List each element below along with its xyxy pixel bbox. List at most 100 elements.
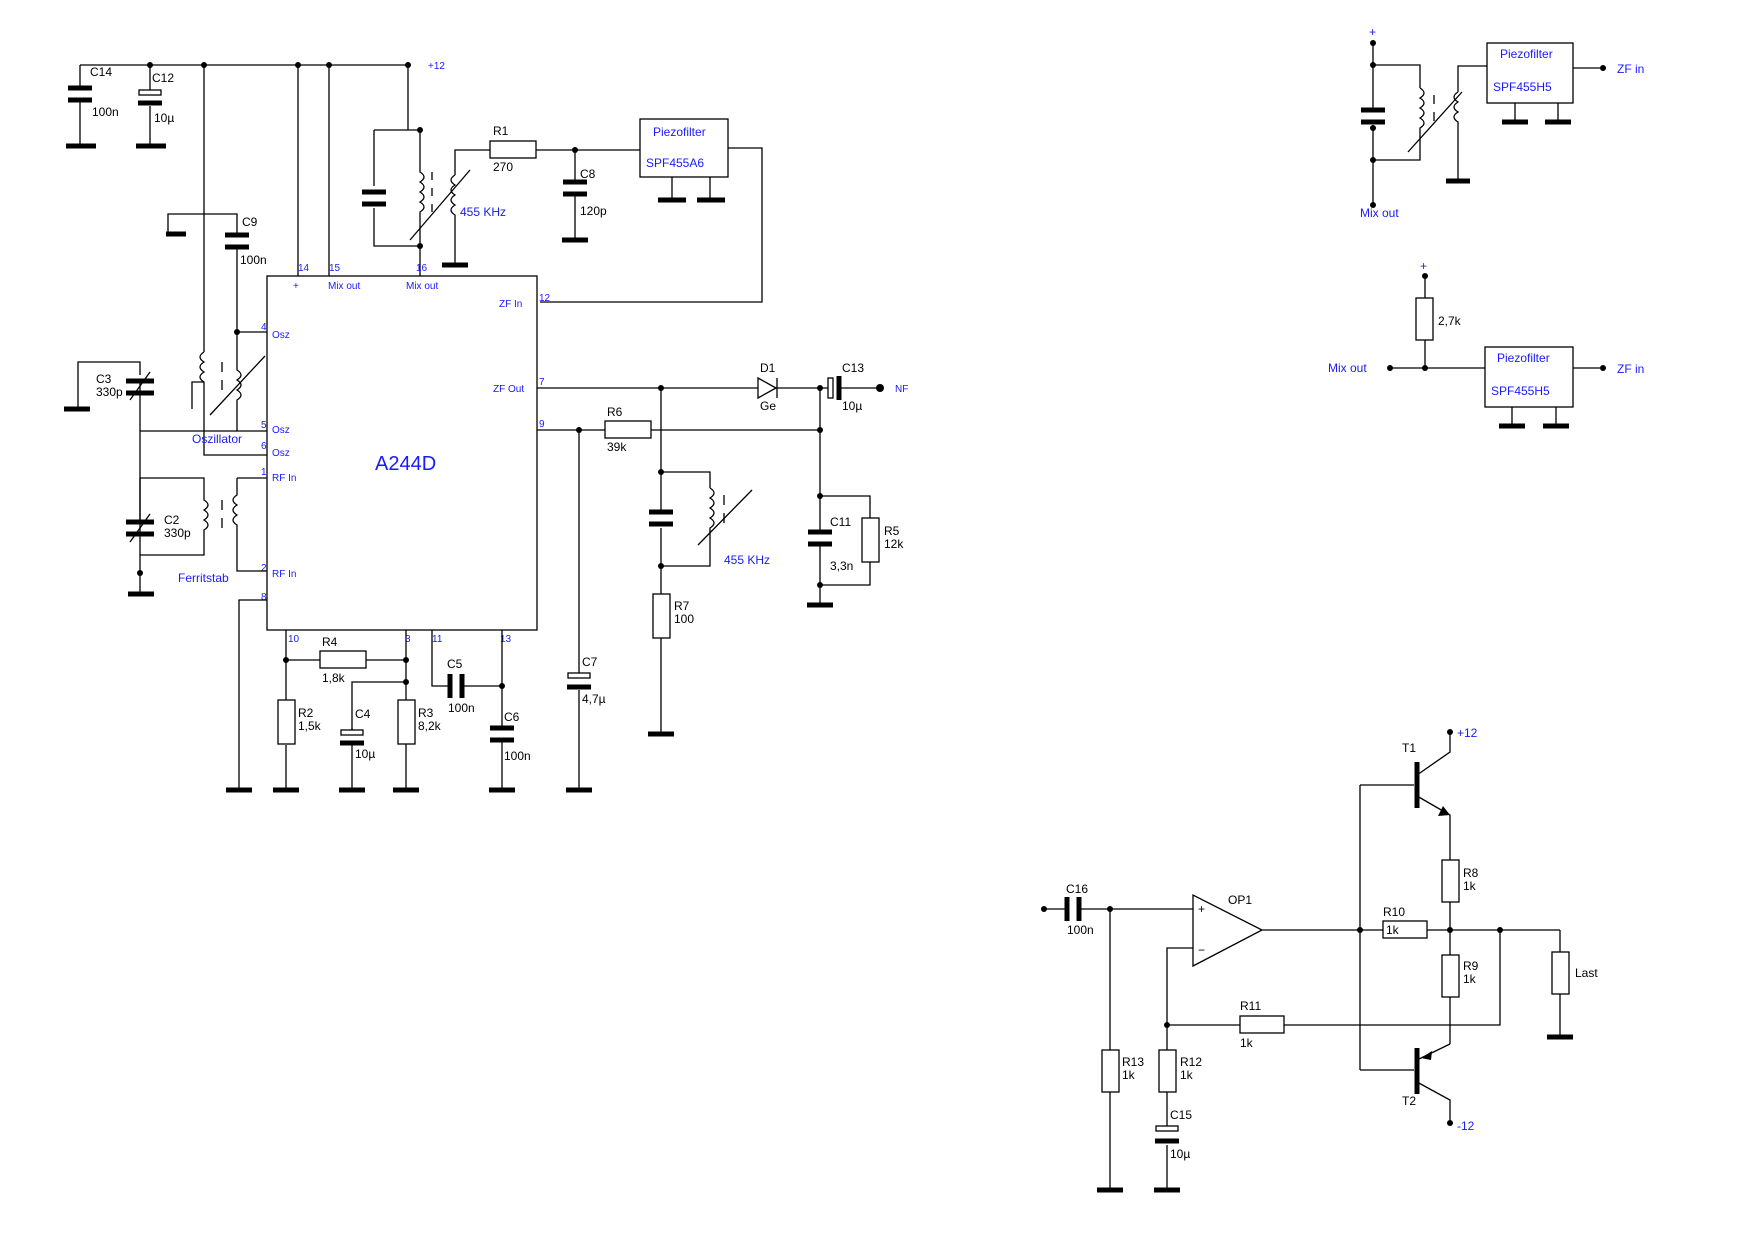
svg-text:4,7µ: 4,7µ — [582, 692, 606, 706]
svg-text:5: 5 — [261, 420, 267, 431]
c8-capacitor: C8 120p — [562, 150, 607, 243]
svg-text:Osz: Osz — [272, 330, 290, 341]
main-circuit: +12 C14 100n C12 10µ 455 KHz R1 270 — [64, 61, 908, 793]
svg-text:100n: 100n — [1067, 923, 1094, 937]
c9-capacitor: C9 100n — [166, 213, 267, 335]
svg-text:NF: NF — [895, 384, 908, 395]
alt-filter-2: + 2,7k Mix out Piezofilter SPF455H5 ZF i… — [1328, 259, 1644, 429]
svg-text:270: 270 — [493, 160, 513, 174]
r6-resistor: R6 39k — [537, 388, 823, 605]
svg-text:C5: C5 — [447, 657, 463, 671]
svg-text:9: 9 — [539, 419, 545, 430]
svg-text:R2: R2 — [298, 706, 314, 720]
svg-text:+: + — [1420, 259, 1427, 273]
svg-text:1k: 1k — [1463, 972, 1477, 986]
svg-text:12: 12 — [539, 293, 551, 304]
svg-text:330p: 330p — [164, 526, 191, 540]
svg-text:1k: 1k — [1240, 1036, 1254, 1050]
svg-text:C7: C7 — [582, 655, 598, 669]
if-tank-bottom: 455 KHz — [649, 388, 770, 569]
svg-text:10: 10 — [288, 634, 300, 645]
c11-r5: C11 3,3n R5 12k — [807, 495, 904, 608]
svg-text:ZF Out: ZF Out — [493, 384, 524, 395]
svg-text:C3: C3 — [96, 372, 112, 386]
svg-text:C14: C14 — [90, 65, 112, 79]
svg-text:SPF455A6: SPF455A6 — [646, 156, 704, 170]
svg-text:−: − — [1198, 943, 1205, 957]
svg-text:R4: R4 — [322, 635, 338, 649]
svg-text:7: 7 — [539, 377, 545, 388]
oscillator-coil: Oszillator — [191, 331, 267, 456]
svg-text:Piezofilter: Piezofilter — [653, 125, 706, 139]
svg-text:Oszillator: Oszillator — [192, 432, 242, 446]
svg-text:ZF In: ZF In — [499, 299, 522, 310]
svg-text:T1: T1 — [1402, 741, 1416, 755]
svg-text:R11: R11 — [1240, 999, 1261, 1013]
svg-text:6: 6 — [261, 441, 267, 452]
svg-text:12k: 12k — [884, 537, 904, 551]
svg-text:455 KHz: 455 KHz — [724, 553, 770, 567]
svg-text:R10: R10 — [1383, 905, 1405, 919]
svg-text:100n: 100n — [504, 749, 531, 763]
svg-text:Osz: Osz — [272, 448, 290, 459]
svg-text:R9: R9 — [1463, 959, 1479, 973]
c3-trimmer: C3 330p — [64, 361, 237, 541]
svg-text:8,2k: 8,2k — [418, 719, 442, 733]
svg-text:R6: R6 — [607, 405, 623, 419]
c14-capacitor: C14 100n — [66, 65, 119, 149]
svg-text:C12: C12 — [152, 71, 174, 85]
svg-text:Mix out: Mix out — [1328, 361, 1367, 375]
if-tank-top: 455 KHz — [362, 65, 506, 276]
svg-text:T2: T2 — [1402, 1094, 1416, 1108]
svg-text:455 KHz: 455 KHz — [460, 205, 506, 219]
svg-text:Ferritstab: Ferritstab — [178, 571, 229, 585]
svg-text:+: + — [1198, 902, 1205, 916]
svg-text:ZF in: ZF in — [1617, 62, 1644, 76]
svg-text:11: 11 — [432, 634, 443, 645]
svg-text:Osz: Osz — [272, 425, 290, 436]
svg-text:Piezofilter: Piezofilter — [1500, 47, 1553, 61]
svg-text:R13: R13 — [1122, 1055, 1144, 1069]
svg-text:1,8k: 1,8k — [322, 671, 346, 685]
svg-text:13: 13 — [500, 634, 512, 645]
svg-text:10µ: 10µ — [1170, 1147, 1190, 1161]
svg-text:Mix out: Mix out — [328, 281, 360, 292]
r7-resistor: R7 100 — [648, 566, 694, 737]
svg-text:C2: C2 — [164, 513, 180, 527]
svg-text:C8: C8 — [580, 167, 596, 181]
ferrite-antenna: C2 330p Ferritstab — [126, 477, 267, 597]
c12-capacitor: C12 10µ — [136, 65, 174, 149]
svg-text:C6: C6 — [504, 710, 520, 724]
svg-text:ZF in: ZF in — [1617, 362, 1644, 376]
svg-text:Piezofilter: Piezofilter — [1497, 351, 1550, 365]
svg-text:SPF455H5: SPF455H5 — [1491, 384, 1550, 398]
svg-text:C16: C16 — [1066, 882, 1088, 896]
svg-text:2,7k: 2,7k — [1438, 314, 1462, 328]
svg-text:1: 1 — [261, 467, 267, 478]
svg-text:Ge: Ge — [760, 399, 776, 413]
svg-text:4: 4 — [261, 322, 267, 333]
svg-text:C15: C15 — [1170, 1108, 1192, 1122]
svg-text:R8: R8 — [1463, 866, 1479, 880]
svg-text:R12: R12 — [1180, 1055, 1202, 1069]
svg-text:R7: R7 — [674, 599, 690, 613]
svg-text:Mix out: Mix out — [406, 281, 438, 292]
svg-text:15: 15 — [329, 263, 341, 274]
svg-text:330p: 330p — [96, 385, 123, 399]
pin11-13-network: C5 100n C6 100n — [431, 630, 531, 793]
svg-text:1k: 1k — [1180, 1068, 1194, 1082]
svg-text:SPF455H5: SPF455H5 — [1493, 80, 1552, 94]
svg-text:1,5k: 1,5k — [298, 719, 322, 733]
svg-text:39k: 39k — [607, 440, 627, 454]
svg-text:100n: 100n — [92, 105, 119, 119]
svg-text:+12: +12 — [1457, 726, 1478, 740]
svg-text:R1: R1 — [493, 124, 509, 138]
detector: D1 Ge C13 10µ NF — [537, 361, 908, 413]
supply-label: +12 — [428, 61, 445, 72]
svg-text:RF In: RF In — [272, 473, 296, 484]
svg-text:14: 14 — [298, 263, 310, 274]
svg-text:100n: 100n — [240, 253, 267, 267]
piezofilter-a6: Piezofilter SPF455A6 — [540, 118, 763, 303]
svg-text:RF In: RF In — [272, 569, 296, 580]
svg-text:Mix out: Mix out — [1360, 206, 1399, 220]
